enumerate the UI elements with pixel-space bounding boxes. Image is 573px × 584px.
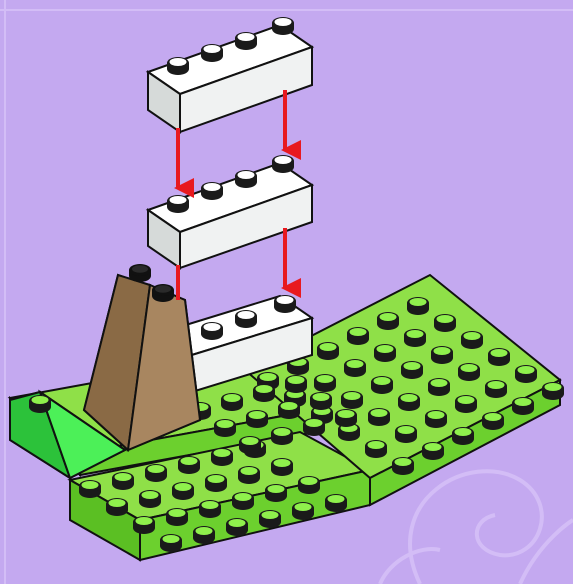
baseplate-stud [407, 297, 429, 315]
baseplate-stud [371, 376, 393, 394]
baseplate-stud [298, 476, 320, 494]
baseplate-stud [226, 518, 248, 536]
baseplate-stud [172, 482, 194, 500]
baseplate-stud [265, 484, 287, 502]
baseplate-stud [214, 419, 236, 437]
baseplate-stud [221, 393, 243, 411]
baseplate-stud [428, 378, 450, 396]
baseplate-stud [488, 348, 510, 366]
baseplate-stud [106, 498, 128, 516]
baseplate-stud [374, 344, 396, 362]
baseplate-stud [335, 409, 357, 427]
baseplate-stud [238, 466, 260, 484]
baseplate-stud [512, 397, 534, 415]
baseplate-stud [485, 380, 507, 398]
baseplate-stud [178, 456, 200, 474]
baseplate-stud [395, 425, 417, 443]
baseplate-stud [455, 395, 477, 413]
baseplate-stud [542, 382, 564, 400]
baseplate-stud [232, 492, 254, 510]
baseplate-stud [422, 442, 444, 460]
top-brick [148, 17, 312, 132]
baseplate-stud [292, 502, 314, 520]
baseplate-stud [253, 384, 275, 402]
baseplate-stud [205, 474, 227, 492]
baseplate-stud [461, 331, 483, 349]
baseplate-stud [425, 410, 447, 428]
baseplate-stud [431, 346, 453, 364]
baseplate-stud [377, 312, 399, 330]
baseplate-stud [199, 500, 221, 518]
baseplate-stud [434, 314, 456, 332]
baseplate-stud [325, 494, 347, 512]
baseplate-stud [314, 374, 336, 392]
baseplate-stud [271, 458, 293, 476]
baseplate-stud [112, 472, 134, 490]
baseplate-stud [259, 510, 281, 528]
baseplate-stud [365, 440, 387, 458]
baseplate-stud [344, 359, 366, 377]
baseplate-stud [166, 508, 188, 526]
baseplate-stud [310, 392, 332, 410]
slope-brick [84, 264, 200, 450]
baseplate-stud [347, 327, 369, 345]
baseplate-stud [404, 329, 426, 347]
baseplate-stud [193, 526, 215, 544]
baseplate-stud [317, 342, 339, 360]
baseplate-stud [482, 412, 504, 430]
baseplate-stud [133, 516, 155, 534]
baseplate-stud [239, 436, 261, 454]
baseplate-stud [160, 534, 182, 552]
baseplate-stud [145, 464, 167, 482]
baseplate-stud [392, 457, 414, 475]
baseplate-stud [303, 418, 325, 436]
baseplate-stud [246, 410, 268, 428]
baseplate-stud [285, 375, 307, 393]
baseplate-stud [341, 391, 363, 409]
baseplate-stud [278, 401, 300, 419]
baseplate-stud [398, 393, 420, 411]
baseplate-stud [458, 363, 480, 381]
baseplate-stud [515, 365, 537, 383]
baseplate-stud [211, 448, 233, 466]
baseplate-stud [368, 408, 390, 426]
baseplate-stud [79, 480, 101, 498]
middle-brick [148, 155, 312, 268]
baseplate-stud [271, 427, 293, 445]
baseplate-stud [401, 361, 423, 379]
baseplate-stud [452, 427, 474, 445]
baseplate-stud [139, 490, 161, 508]
